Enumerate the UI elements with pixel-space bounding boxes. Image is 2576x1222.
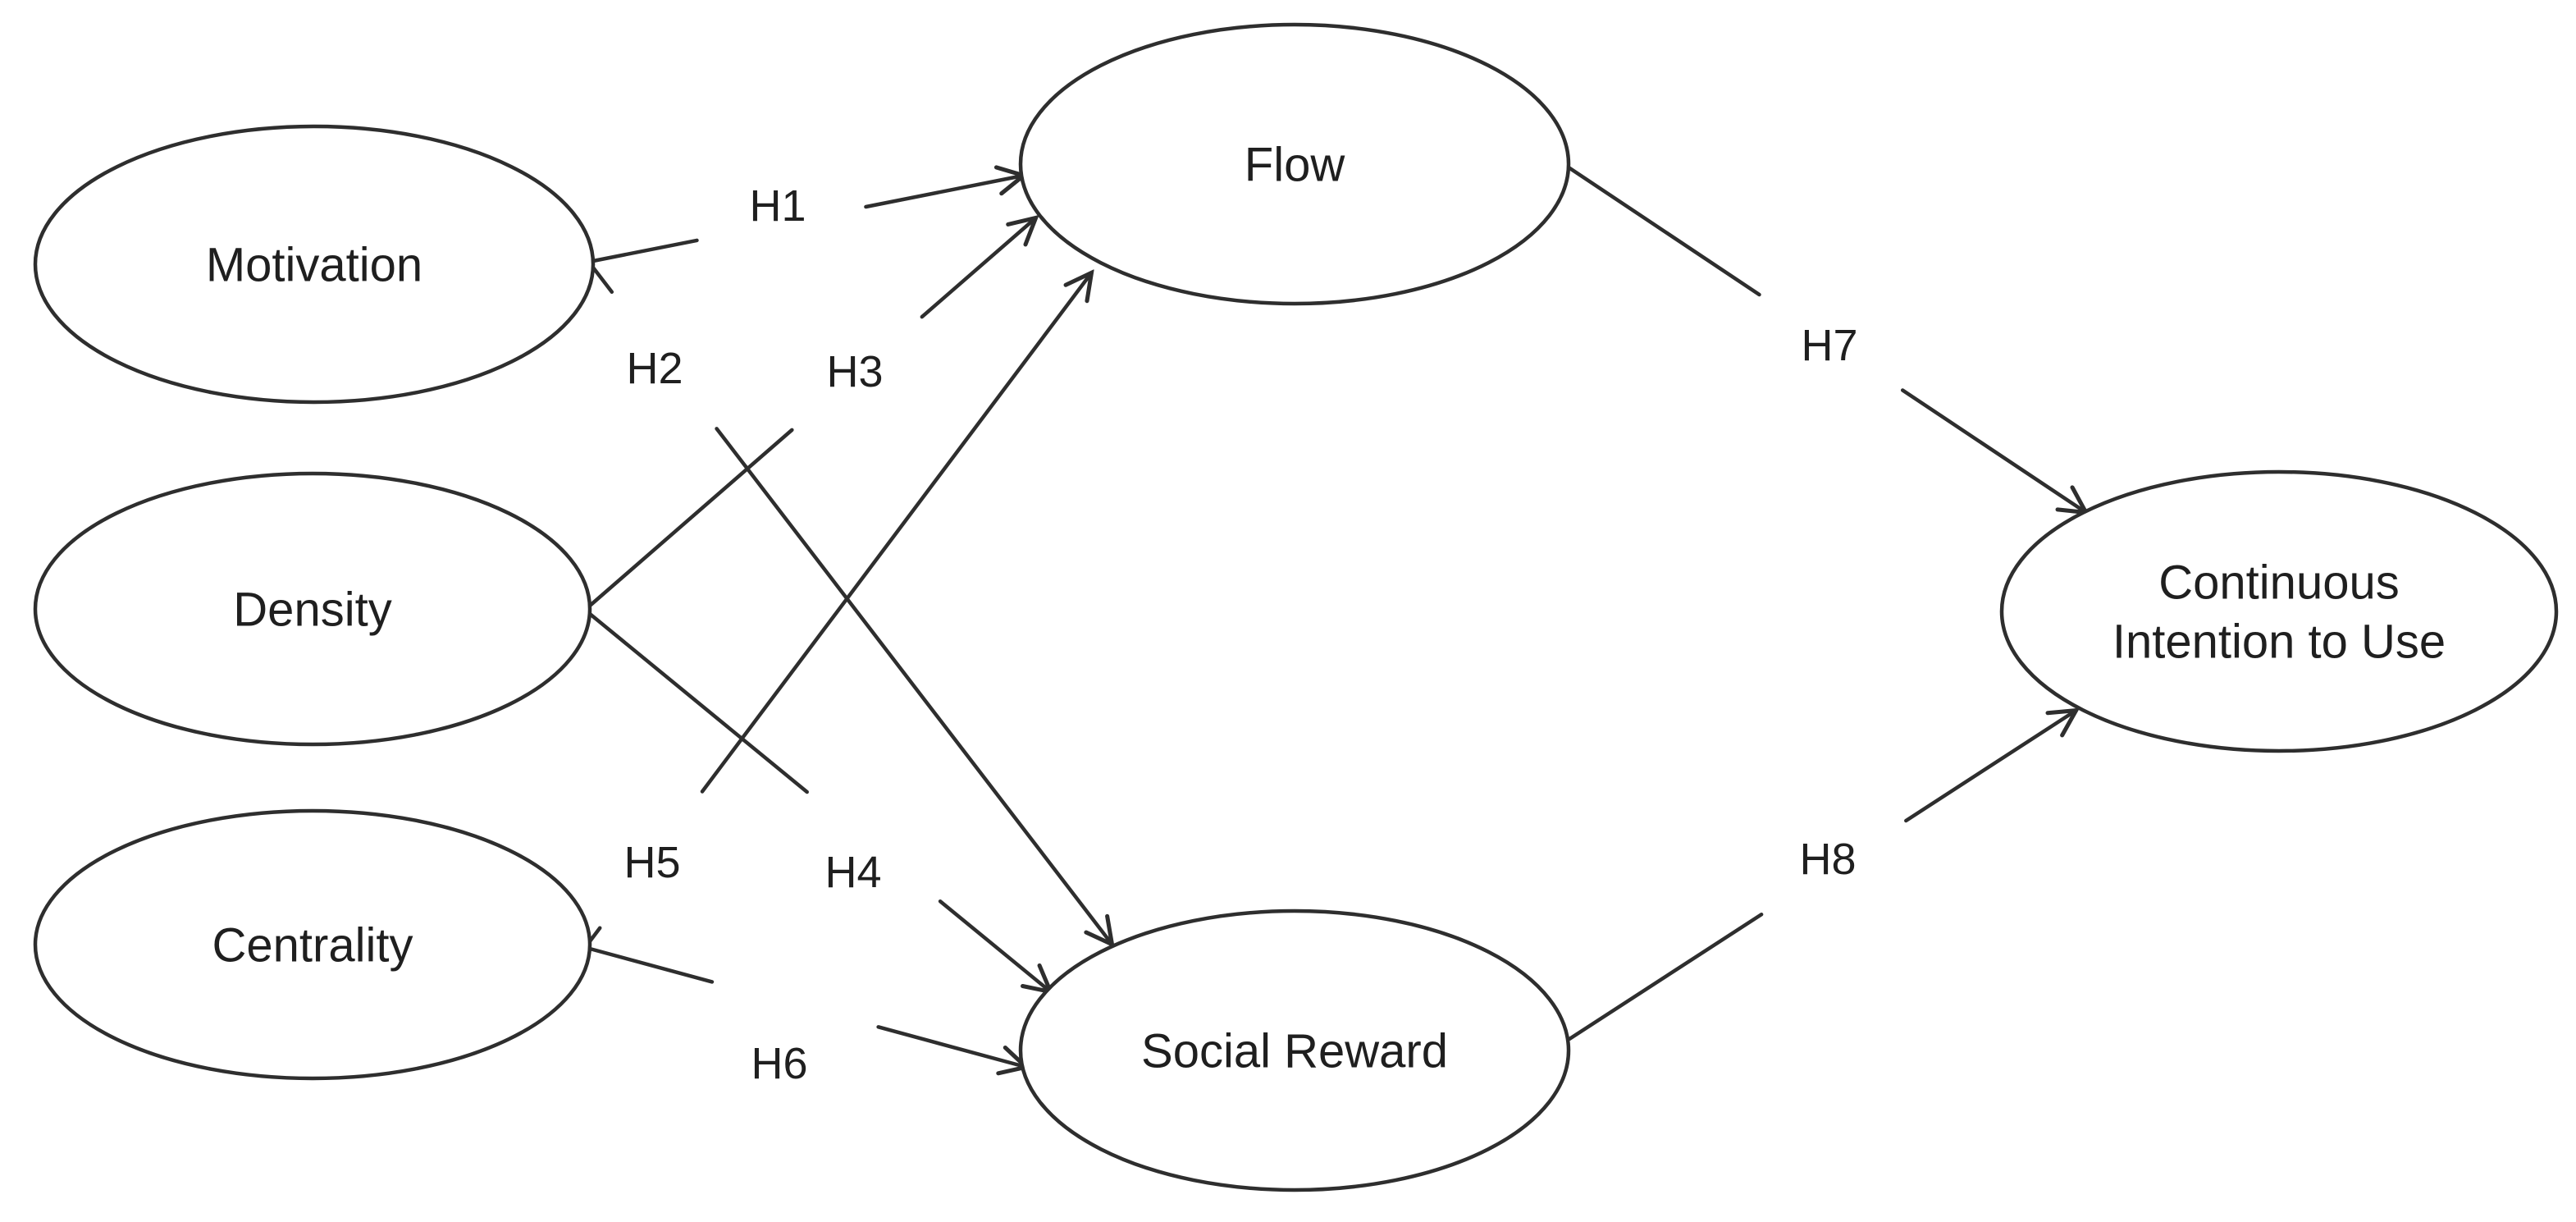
edge-H5 (587, 273, 1091, 944)
node-motivation: Motivation (33, 124, 596, 405)
edge-H7-segment-start (1566, 165, 1761, 297)
edge-H1-segment-arrow (864, 176, 1023, 209)
edge-H8-segment-arrow (1904, 711, 2076, 823)
edge-label-H5: H5 (623, 838, 680, 887)
edge-H1 (591, 176, 1023, 263)
edge-H4 (587, 611, 1050, 991)
edge-label-H6: H6 (751, 1039, 807, 1088)
edge-H5-segment-arrow (700, 273, 1091, 794)
node-density-label: Density (233, 583, 391, 636)
node-flow: Flow (1018, 22, 1571, 306)
edge-H8-segment-start (1567, 912, 1764, 1041)
node-density: Density (33, 471, 592, 747)
node-density-ellipse (33, 471, 592, 747)
node-social-reward-label: Social Reward (1141, 1024, 1448, 1078)
edges-layer (587, 165, 2085, 1067)
node-continuous-intention-ellipse (1999, 469, 2559, 753)
edge-label-H4: H4 (824, 848, 881, 897)
edge-H3 (587, 218, 1035, 608)
edge-H7 (1566, 165, 2085, 512)
edge-H3-segment-start (587, 428, 794, 608)
edge-label-H7: H7 (1801, 321, 1857, 370)
edge-H4-segment-start (587, 611, 809, 794)
edge-H6-segment-start (587, 946, 715, 984)
edge-label-H8: H8 (1799, 835, 1856, 884)
node-centrality: Centrality (33, 808, 592, 1081)
edge-H6-segment-arrow (876, 1025, 1025, 1067)
edge-label-H3: H3 (826, 347, 883, 396)
edge-H3-segment-arrow (920, 218, 1035, 319)
node-motivation-label: Motivation (206, 238, 422, 291)
node-flow-ellipse (1018, 22, 1571, 306)
edge-H2 (591, 265, 1112, 944)
edge-label-H2: H2 (626, 344, 683, 393)
edge-H4-segment-arrow (938, 899, 1050, 991)
edge-label-H1: H1 (749, 181, 806, 231)
edge-H8 (1567, 711, 2076, 1041)
edge-H5-segment-start (587, 926, 602, 944)
node-motivation-ellipse (33, 124, 596, 405)
node-social-reward: Social Reward (1018, 908, 1571, 1192)
edge-H2-segment-arrow (715, 427, 1112, 944)
edge-H2-segment-start (591, 265, 614, 294)
edge-H1-segment-start (591, 238, 699, 263)
node-centrality-label: Centrality (212, 918, 413, 972)
node-centrality-ellipse (33, 808, 592, 1081)
node-social-reward-ellipse (1018, 908, 1571, 1192)
edge-H7-segment-arrow (1900, 388, 2085, 512)
edge-H6 (587, 946, 1025, 1067)
node-flow-label: Flow (1245, 138, 1346, 191)
